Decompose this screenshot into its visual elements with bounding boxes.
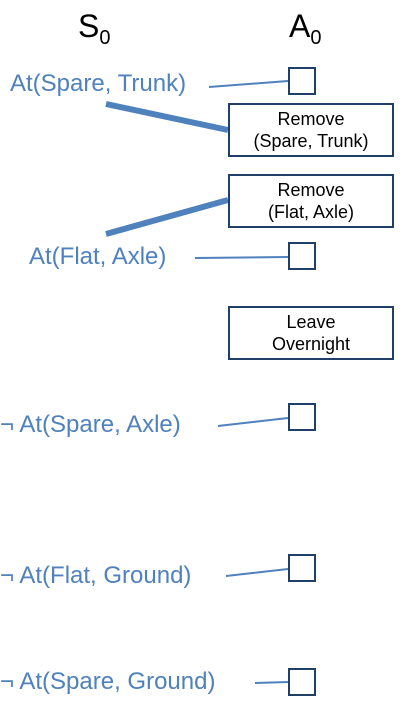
- persistence-link-not-spare-ground: [254, 681, 289, 684]
- persistence-node-flat-axle: [288, 242, 316, 270]
- literal-at-spare-trunk: At(Spare, Trunk): [10, 70, 187, 97]
- persistence-node-not-spare-ground: [288, 668, 316, 696]
- action-remove-spare-trunk-line2: (Spare, Trunk): [253, 131, 369, 151]
- persistence-link-not-spare-axle: [217, 417, 289, 427]
- precondition-link-flat-axle: [105, 197, 229, 237]
- action-remove-spare-trunk: Remove (Spare, Trunk): [228, 103, 394, 157]
- precondition-link-spare-trunk: [105, 101, 229, 133]
- literal-not-at-spare-ground: ¬ At(Spare, Ground): [0, 668, 216, 695]
- action-leave-overnight-line1: Leave: [286, 312, 336, 332]
- action-leave-overnight: Leave Overnight: [228, 306, 394, 360]
- action-header-subscript: 0: [310, 27, 322, 49]
- persistence-link-not-flat-ground: [225, 568, 289, 577]
- persistence-link-flat-axle: [194, 256, 289, 259]
- literal-not-at-spare-axle: ¬ At(Spare, Axle): [0, 411, 181, 438]
- action-leave-overnight-line2: Overnight: [271, 334, 351, 354]
- action-header-base: A: [289, 8, 311, 44]
- persistence-node-spare-trunk: [288, 67, 316, 95]
- action-column-header: A0: [289, 6, 321, 58]
- action-remove-flat-axle-line1: Remove: [277, 180, 345, 200]
- persistence-node-not-spare-axle: [288, 403, 316, 431]
- persistence-node-not-flat-ground: [288, 554, 316, 582]
- literal-at-flat-axle: At(Flat, Axle): [29, 243, 167, 270]
- persistence-link-spare-trunk: [208, 80, 289, 88]
- action-remove-spare-trunk-line1: Remove: [277, 109, 345, 129]
- state-header-base: S: [78, 8, 100, 44]
- literal-not-at-flat-ground: ¬ At(Flat, Ground): [0, 562, 192, 589]
- state-column-header: S0: [78, 6, 110, 58]
- state-header-subscript: 0: [99, 27, 111, 49]
- action-remove-flat-axle: Remove (Flat, Axle): [228, 174, 394, 228]
- action-remove-flat-axle-line2: (Flat, Axle): [267, 202, 355, 222]
